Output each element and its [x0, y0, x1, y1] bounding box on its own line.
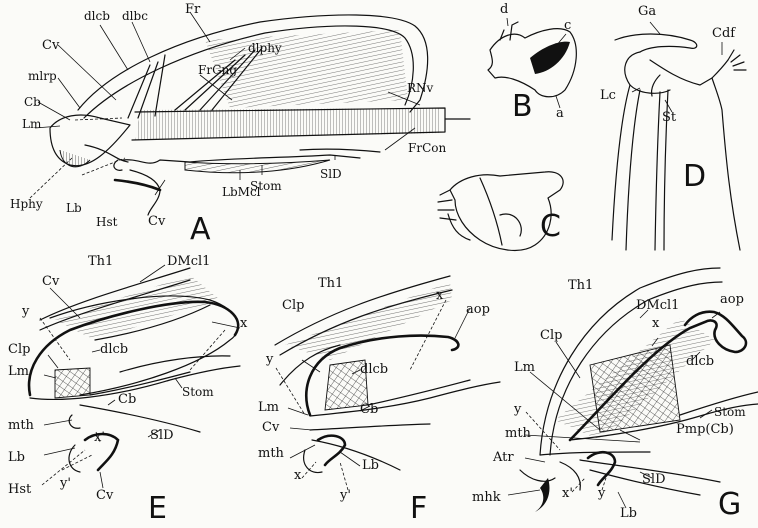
label-y-prime: y'	[340, 490, 351, 502]
label-dlcb: dlcb	[100, 344, 128, 356]
label-cv-lower: Cv	[96, 490, 113, 502]
label-hphy: Hphy	[10, 198, 43, 210]
label-st: St	[662, 112, 676, 124]
label-stom: Stom	[182, 386, 214, 398]
label-pmp-cb: Pmp(Cb)	[676, 424, 734, 436]
label-dlcb: dlcb	[84, 10, 110, 22]
label-sld: SlD	[320, 168, 342, 180]
panel-letter-a: A	[190, 215, 211, 245]
label-x: x	[436, 290, 443, 302]
label-fr: Fr	[185, 4, 200, 16]
label-aop: aop	[466, 304, 490, 316]
label-c: c	[564, 20, 571, 32]
label-stom: Stom	[714, 406, 746, 418]
label-y: y	[266, 354, 273, 366]
label-atr: Atr	[493, 452, 514, 464]
label-x: x	[652, 318, 659, 330]
label-mth: mth	[258, 448, 284, 460]
label-y-lower: y	[598, 488, 605, 500]
label-hst: Hst	[96, 216, 117, 228]
label-dlcb: dlcb	[360, 364, 388, 376]
label-lb: Lb	[8, 452, 25, 464]
label-cv: Cv	[42, 276, 59, 288]
label-lc: Lc	[600, 90, 616, 102]
label-th1: Th1	[568, 280, 593, 292]
label-x-prime: x'	[94, 432, 105, 444]
panel-letter-b: B	[512, 92, 533, 122]
label-x-prime: x'	[562, 488, 573, 500]
label-clp: Clp	[540, 330, 562, 342]
label-ga: Ga	[638, 6, 656, 18]
label-y: y	[22, 306, 29, 318]
label-th1: Th1	[88, 256, 113, 268]
label-cv: Cv	[42, 40, 59, 52]
panel-e-drawing	[29, 265, 240, 488]
panel-letter-f: F	[410, 494, 427, 524]
label-clp: Clp	[8, 344, 30, 356]
label-lb: Lb	[362, 460, 379, 472]
label-mlrp: mlrp	[28, 70, 57, 82]
label-sld: SlD	[150, 430, 174, 442]
panel-letter-g: G	[718, 490, 741, 520]
label-sld: SlD	[642, 474, 666, 486]
label-mth: mth	[8, 420, 34, 432]
label-cv-lower: Cv	[148, 216, 165, 228]
label-lm: Lm	[8, 366, 29, 378]
label-aop: aop	[720, 294, 744, 306]
label-d: d	[500, 4, 508, 16]
label-frcon: FrCon	[408, 142, 446, 154]
label-mhk: mhk	[472, 492, 501, 504]
label-lm: Lm	[22, 118, 41, 130]
label-clp: Clp	[282, 300, 304, 312]
label-cb: Cb	[360, 404, 378, 416]
panel-letter-c: C	[540, 212, 561, 242]
label-a: a	[556, 108, 564, 120]
label-mth: mth	[505, 428, 531, 440]
label-x: x	[240, 318, 247, 330]
label-y: y	[514, 404, 521, 416]
panel-letter-e: E	[148, 494, 167, 524]
label-lb: Lb	[66, 202, 82, 214]
label-dlphy: dlphy	[248, 42, 282, 54]
label-dmcl1: DMcl1	[636, 300, 679, 312]
label-dlbc: dlbc	[122, 10, 148, 22]
label-y-prime: y'	[60, 478, 71, 490]
label-cv: Cv	[262, 422, 279, 434]
label-frgng: FrGng	[198, 64, 237, 76]
label-cb: Cb	[24, 96, 41, 108]
label-cb: Cb	[118, 394, 136, 406]
label-dmcl1: DMcl1	[167, 256, 210, 268]
label-lm: Lm	[514, 362, 535, 374]
label-cdf: Cdf	[712, 28, 735, 40]
label-th1: Th1	[318, 278, 343, 290]
label-x-lower: x	[294, 470, 301, 482]
panel-d-drawing	[612, 22, 746, 250]
label-dlcb: dlcb	[686, 356, 714, 368]
label-rnv: RNv	[407, 82, 433, 94]
label-lm: Lm	[258, 402, 279, 414]
panel-letter-d: D	[683, 162, 706, 192]
label-lbmcl: LbMcl	[222, 186, 261, 198]
label-hst: Hst	[8, 484, 31, 496]
label-lb: Lb	[620, 508, 637, 520]
